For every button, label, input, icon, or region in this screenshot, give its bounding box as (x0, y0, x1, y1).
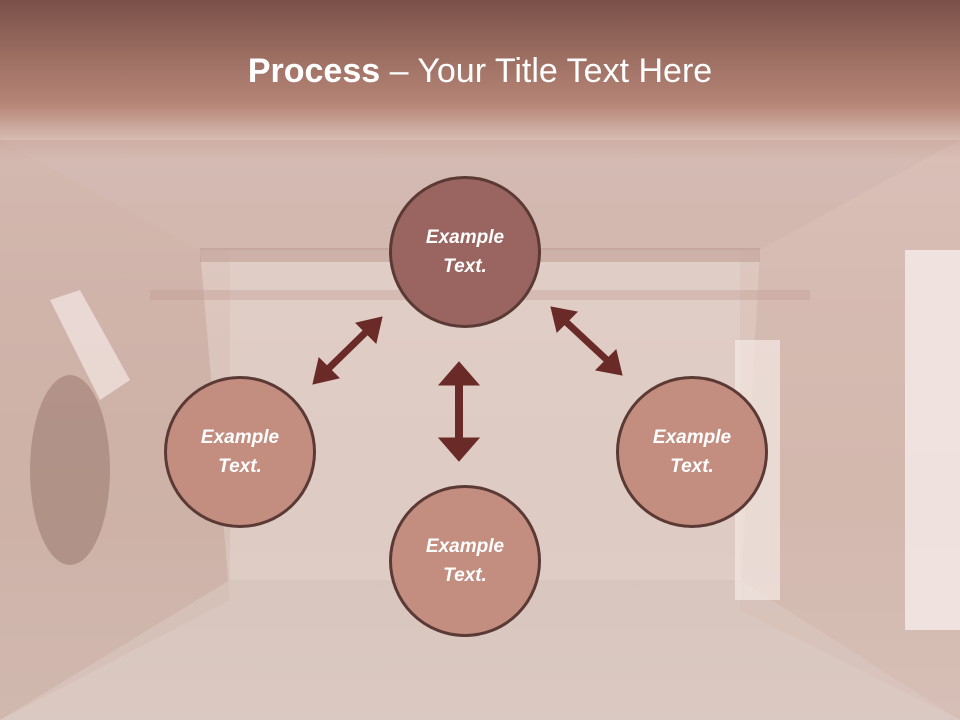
slide-title: Process – Your Title Text Here (0, 52, 960, 91)
title-rest: – Your Title Text Here (380, 52, 713, 90)
node-top-label: Example Text. (425, 227, 505, 277)
process-node-right: Example Text. (616, 376, 768, 528)
process-node-bottom: Example Text. (389, 485, 541, 637)
arrow-vertical (437, 361, 481, 462)
node-right-label: Example Text. (652, 427, 732, 477)
title-bold: Process (247, 52, 381, 90)
process-node-top: Example Text. (389, 176, 541, 328)
arrow-top-right (550, 306, 623, 376)
title-bar (0, 0, 960, 160)
process-node-left: Example Text. (164, 376, 316, 528)
node-left-label: Example Text. (200, 427, 280, 477)
arrow-top-left (312, 316, 383, 385)
node-bottom-label: Example Text. (425, 536, 505, 586)
